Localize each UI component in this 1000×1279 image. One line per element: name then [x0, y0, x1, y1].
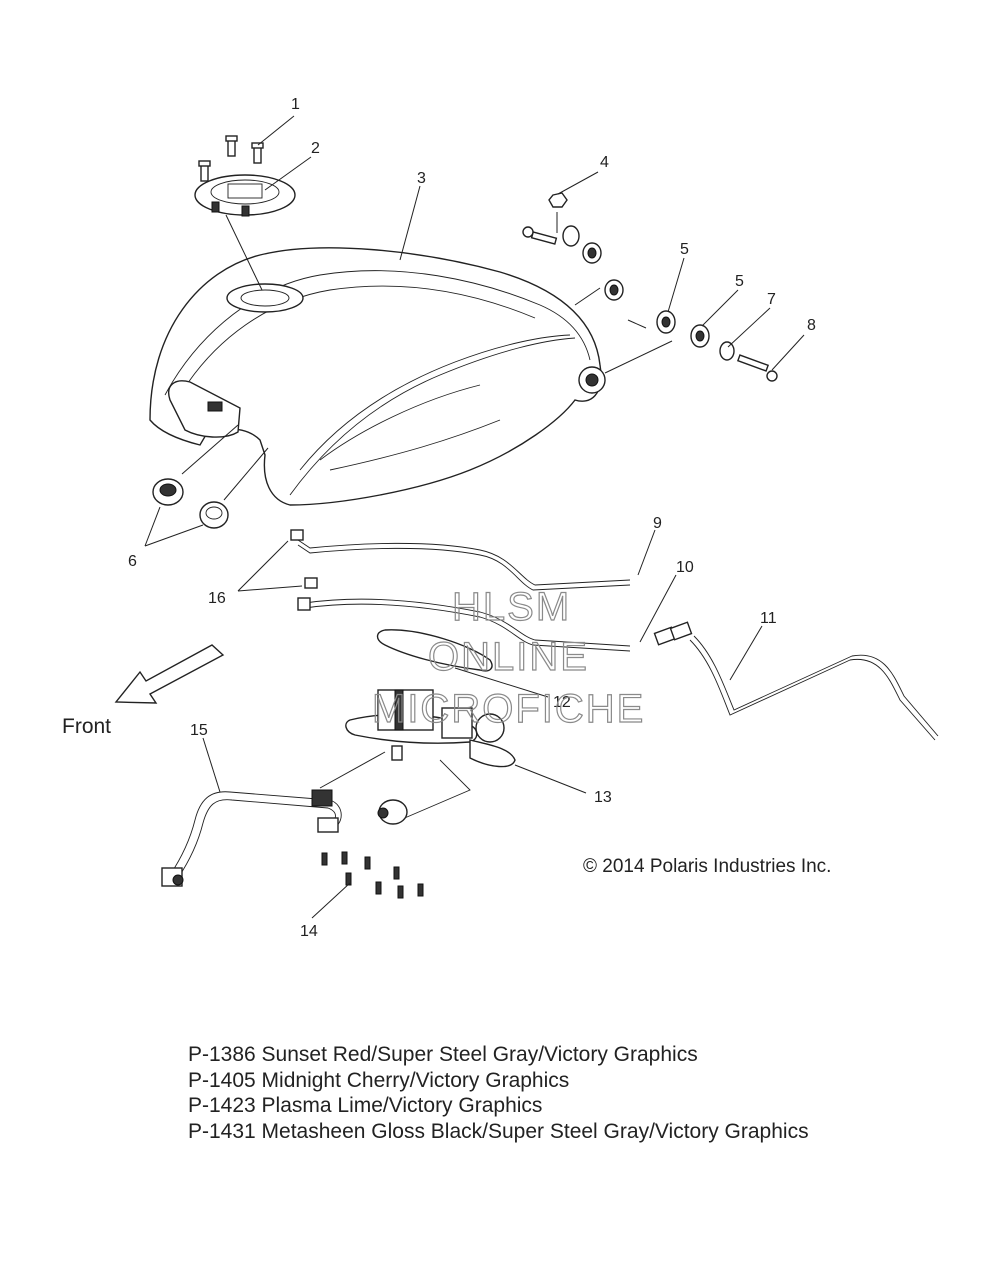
fuel-hose [161, 789, 342, 887]
fuel-pump-assembly [345, 689, 516, 825]
callout-5a: 5 [680, 241, 689, 258]
cap-screws [198, 135, 264, 182]
pump-screws [321, 851, 424, 899]
vent-line [653, 621, 939, 741]
callout-13: 13 [594, 789, 612, 806]
watermark-line-2: ONLINE [428, 635, 589, 679]
fuel-tank [149, 247, 606, 506]
rear-mount-hardware [656, 310, 778, 382]
callout-9: 9 [653, 515, 662, 532]
pump-gasket [376, 629, 493, 672]
watermark-line-1: HLSM [452, 585, 571, 629]
mount-hardware [522, 192, 624, 301]
front-arrow [114, 644, 225, 704]
callout-6: 6 [128, 553, 137, 570]
paint-code-legend: P-1386 Sunset Red/Super Steel Gray/Victo… [188, 1042, 809, 1144]
front-label: Front [62, 715, 111, 738]
legend-item: P-1405 Midnight Cherry/Victory Graphics [188, 1068, 570, 1092]
callout-numbers: 1 2 3 4 5 5 7 8 6 9 10 16 11 12 15 13 14 [128, 96, 816, 940]
leader-lines [144, 115, 805, 919]
callout-5b: 5 [735, 273, 744, 290]
callout-12: 12 [553, 694, 571, 711]
rubber-grommets [152, 478, 229, 529]
callout-7: 7 [767, 291, 776, 308]
callout-4: 4 [600, 154, 609, 171]
legend-item: P-1386 Sunset Red/Super Steel Gray/Victo… [188, 1043, 698, 1066]
callout-16: 16 [208, 590, 226, 607]
fuel-lines [290, 529, 631, 652]
callout-8: 8 [807, 317, 816, 334]
callout-10: 10 [676, 559, 694, 576]
callout-11: 11 [760, 610, 777, 627]
watermark: HLSM ONLINE MICROFICHE [371, 584, 645, 731]
copyright-notice: © 2014 Polaris Industries Inc. [583, 856, 831, 877]
callout-2: 2 [311, 140, 320, 157]
callout-3: 3 [417, 170, 426, 187]
callout-15: 15 [190, 722, 208, 739]
callout-1: 1 [291, 96, 300, 113]
watermark-line-3: MICROFICHE [372, 687, 645, 731]
legend-item: P-1423 Plasma Lime/Victory Graphics [188, 1094, 543, 1117]
fuel-cap-ring [194, 174, 296, 217]
legend-item: P-1431 Metasheen Gloss Black/Super Steel… [188, 1119, 809, 1143]
callout-14: 14 [300, 923, 318, 940]
